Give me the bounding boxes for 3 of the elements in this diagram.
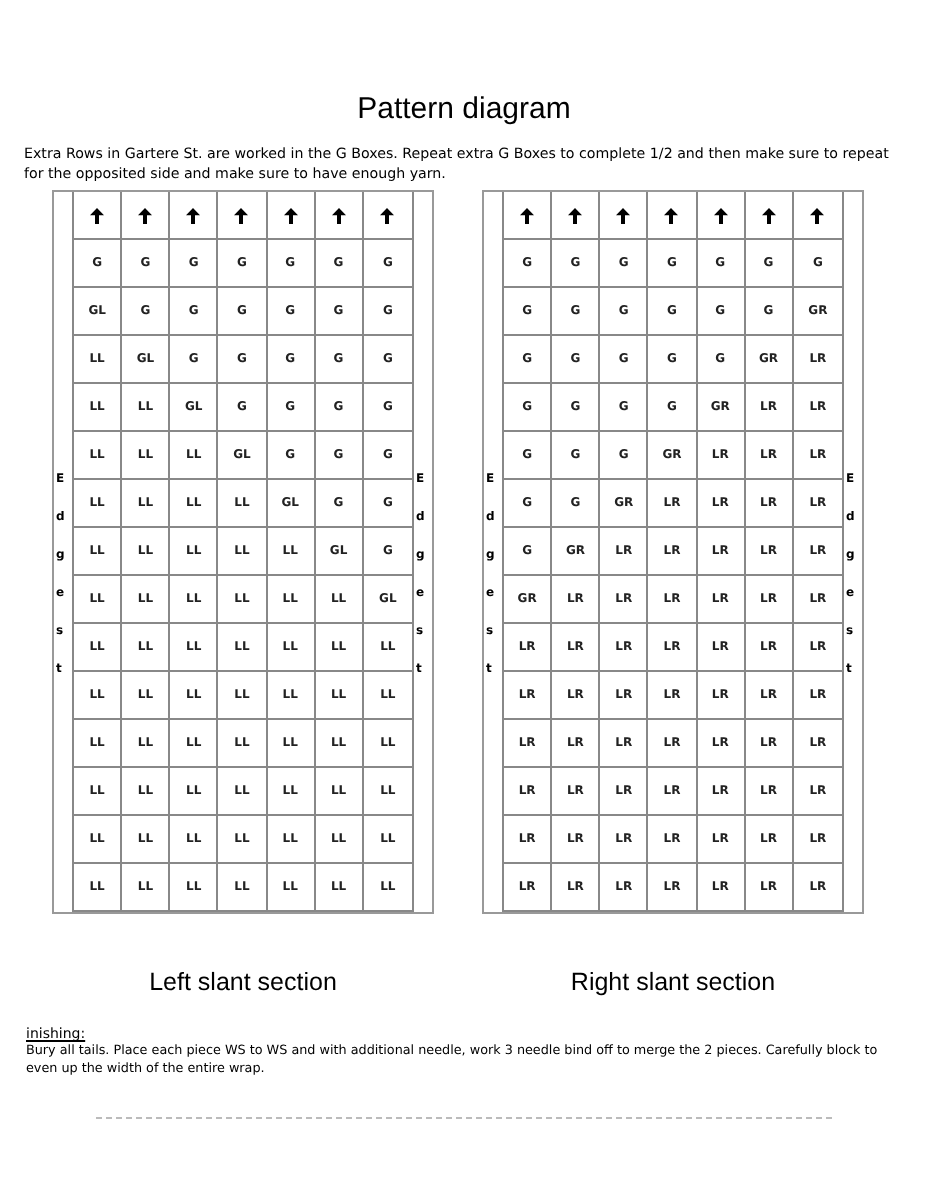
title: Pattern diagram — [357, 92, 571, 126]
section-caption: Left slant section — [147, 968, 339, 996]
section-caption: Right slant section — [568, 968, 778, 996]
